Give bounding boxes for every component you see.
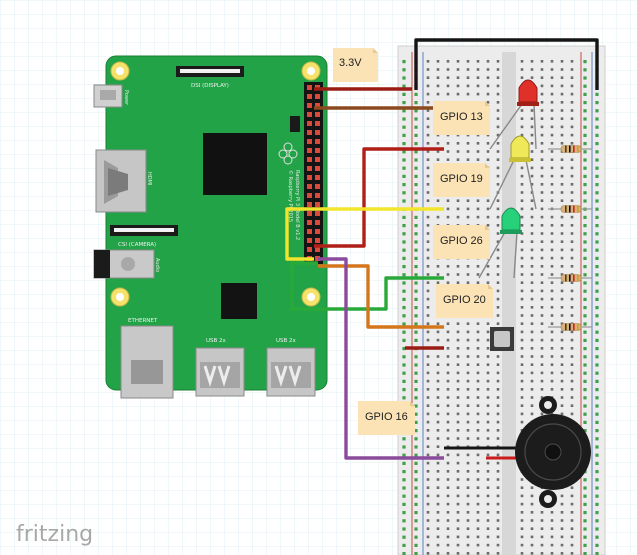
note-gpio26: GPIO 26 [433, 225, 490, 259]
note-gpio20: GPIO 20 [436, 284, 493, 318]
note-gpio26-label: GPIO 26 [440, 235, 483, 247]
breadboard [397, 45, 606, 555]
led-green [478, 207, 522, 279]
wire-gpio16 [318, 257, 444, 460]
center-channel [502, 52, 516, 555]
wire-gpio26 [285, 207, 444, 261]
led-yellow [489, 135, 537, 210]
csi-label: CSI (CAMERA) [118, 242, 156, 248]
raspberry-logo-icon [278, 142, 298, 165]
wire-top-jumper [414, 38, 599, 90]
hdmi-label: HDMI [146, 172, 152, 185]
note-gpio19: GPIO 19 [433, 163, 490, 197]
wire-gpio20 [290, 261, 444, 311]
model-text: Raspberry Pi 3 Model B v1.2 [294, 170, 300, 240]
note-gpio13: GPIO 13 [433, 101, 490, 135]
note-gpio16-label: GPIO 16 [365, 411, 408, 423]
note-gpio16: GPIO 16 [358, 401, 415, 435]
usb-label-2: USB 2x [276, 338, 297, 344]
wire-button [318, 264, 444, 329]
note-3v3: 3.3V [333, 48, 378, 82]
copyright-text: © Raspberry Pi 2015 [287, 170, 294, 222]
raspberry-pi-board: DSI (DISPLAY) Power HDMI Raspberry Pi 3 … [93, 55, 328, 399]
lan-chip [221, 283, 257, 319]
audio-label: Audio [154, 258, 160, 272]
led-red [489, 79, 539, 150]
resistors [548, 145, 592, 331]
soc-chip [203, 133, 267, 195]
fritzing-logo: fritzing [16, 522, 93, 547]
note-gpio19-label: GPIO 19 [440, 173, 483, 185]
dsi-label: DSI (DISPLAY) [191, 83, 229, 89]
usb-port-2 [266, 347, 316, 397]
note-3v3-label: 3.3V [339, 57, 362, 69]
wire-gpio19 [314, 147, 444, 248]
push-button [490, 327, 514, 351]
wires [285, 38, 599, 460]
note-gpio20-label: GPIO 20 [443, 294, 486, 306]
piezo-buzzer [444, 396, 591, 508]
usb-port-1 [195, 347, 245, 397]
power-label: Power [123, 90, 129, 106]
ethernet-label: ETHERNET [128, 318, 158, 324]
note-gpio13-label: GPIO 13 [440, 111, 483, 123]
gpio-header [304, 82, 323, 264]
usb-label-1: USB 2x [206, 338, 227, 344]
